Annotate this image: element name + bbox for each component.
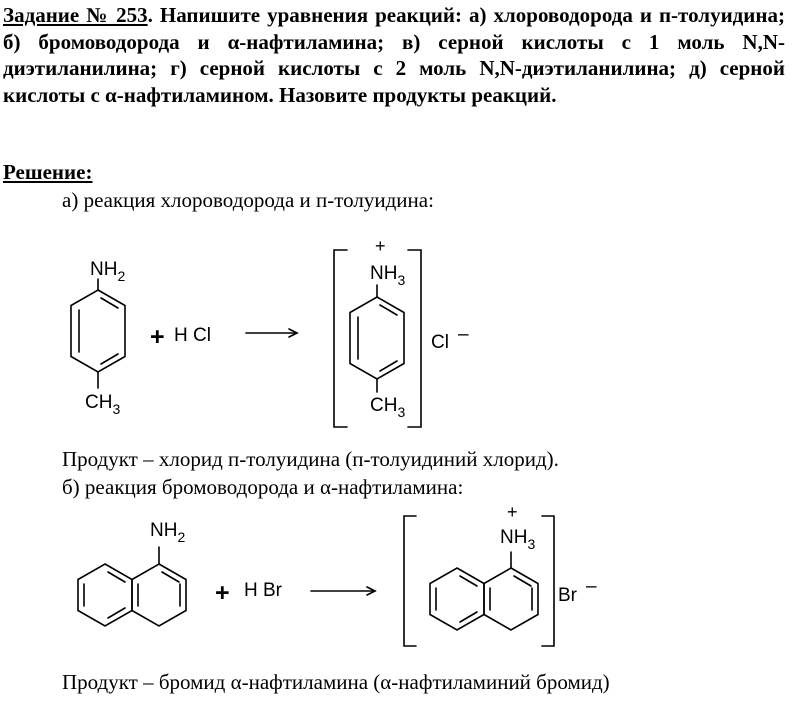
part-b-product: Продукт – бромид α-нафтиламина (α-нафтил… xyxy=(62,670,610,694)
task-statement: Задание № 253. Напишите уравнения реакци… xyxy=(3,2,785,108)
a-ammonium-group: NH3 xyxy=(370,263,405,288)
bracket-b xyxy=(403,515,555,647)
b-amine-group: NH2 xyxy=(150,520,185,545)
b-reagent-hbr: H Br xyxy=(244,580,283,601)
b-anion-br: Br xyxy=(558,585,578,606)
a-amine-group: NH2 xyxy=(90,259,125,284)
b-plus-sign: + xyxy=(215,579,230,607)
a-methyl-group: CH3 xyxy=(85,392,120,417)
arrow-b xyxy=(310,586,377,596)
solution-title: Решение: xyxy=(3,160,93,184)
naphthylaminium-rings xyxy=(429,551,539,631)
part-a-product: Продукт – хлорид п-толуидина (п-толуидин… xyxy=(62,447,559,471)
bracket-a xyxy=(333,249,422,428)
p-toluidine-ring xyxy=(70,278,126,389)
arrow-a xyxy=(245,328,299,338)
part-b-heading: б) реакция бромоводорода и α-нафтиламина… xyxy=(62,475,464,499)
b-anion-charge: – xyxy=(586,576,597,597)
naphthylamine-rings xyxy=(77,546,187,627)
a-reagent-hcl: H Cl xyxy=(174,325,211,346)
b-cation-charge: + xyxy=(507,502,518,522)
a-plus-sign: + xyxy=(150,323,165,351)
a-cation-charge: + xyxy=(375,236,386,256)
a-anion-charge: – xyxy=(458,324,469,345)
a-methyl-group-2: CH3 xyxy=(370,395,405,420)
task-text: . Напишите уравнения реакций: а) хлорово… xyxy=(3,3,786,107)
p-toluidinium-ring xyxy=(349,284,405,393)
task-label: Задание № 253 xyxy=(3,3,148,27)
a-anion-cl: Cl xyxy=(431,332,449,353)
part-a-heading: а) реакция хлороводорода и п-толуидина: xyxy=(62,188,434,212)
b-ammonium-group: NH3 xyxy=(500,527,535,552)
